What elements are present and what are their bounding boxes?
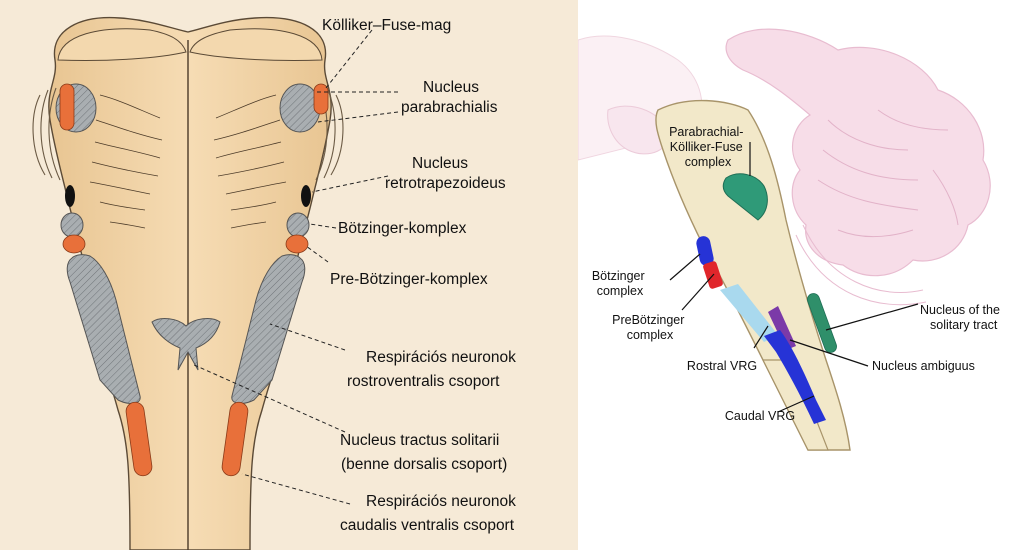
right-kolliker-orange: [313, 83, 329, 115]
left-rvg-column: [66, 254, 141, 404]
label-parabrachialis: Nucleus parabrachialis: [401, 79, 498, 116]
label-nts: Nucleus tractus solitarii (benne dorsali…: [340, 432, 507, 473]
label-pb-kf: Parabrachial- Kölliker-Fuse complex: [669, 125, 747, 169]
rostral-vrg-nucleus: [720, 284, 778, 342]
dorsal-brainstem-illustration: Kölliker–Fuse-mag Nucleus parabrachialis…: [32, 16, 520, 550]
right-lobe: [189, 28, 323, 62]
right-retrotrapezoid: [301, 185, 311, 207]
nts-butterfly: [151, 318, 221, 371]
label-botzinger: Bötzinger complex: [592, 269, 648, 298]
caudal-vrg-nucleus: [764, 330, 826, 424]
label-prebotzinger: Pre-Bötzinger-komplex: [330, 271, 488, 288]
left-labels: Kölliker–Fuse-mag Nucleus parabrachialis…: [322, 17, 520, 534]
right-diagram-panel: Parabrachial- Kölliker-Fuse complex Bötz…: [578, 0, 1026, 550]
botzinger-nucleus: [696, 236, 714, 266]
left-fiber-lines: [89, 94, 163, 229]
upper-tissue-2: [607, 105, 670, 155]
right-prebotzinger: [285, 234, 309, 254]
left-botzinger: [60, 212, 84, 238]
label-cvg: Respirációs neuronok caudalis ventralis …: [340, 493, 520, 534]
ambiguus-nucleus: [768, 306, 796, 350]
cerebellum: [725, 28, 991, 306]
right-rvg-column: [231, 254, 306, 404]
nts-column: [807, 293, 837, 353]
brainstem-body: [655, 99, 851, 451]
left-peduncle-bands: [32, 87, 61, 181]
label-kolliker: Kölliker–Fuse-mag: [322, 17, 451, 34]
left-cvg-column: [125, 401, 153, 477]
right-labels: Parabrachial- Kölliker-Fuse complex Bötz…: [592, 125, 1003, 423]
label-ambiguus: Nucleus ambiguus: [872, 359, 975, 373]
pb-kf-nucleus: [722, 173, 768, 221]
sagittal-brainstem-illustration: Parabrachial- Kölliker-Fuse complex Bötz…: [578, 28, 1003, 451]
left-kolliker-orange: [59, 83, 75, 131]
left-retrotrapezoid: [65, 185, 75, 207]
right-cvg-column: [221, 401, 249, 477]
left-diagram-panel: Kölliker–Fuse-mag Nucleus parabrachialis…: [0, 0, 578, 550]
left-prebotzinger: [62, 234, 86, 254]
right-botzinger: [286, 212, 310, 238]
label-retrotrapezoideus: Nucleus retrotrapezoideus: [385, 155, 506, 192]
left-lobe: [57, 28, 187, 62]
label-prebotzinger: PreBötzinger complex: [612, 313, 688, 342]
label-rvg: Respirációs neuronok rostroventralis cso…: [347, 349, 520, 390]
label-botzinger: Bötzinger-komplex: [338, 220, 467, 237]
label-caudal-vrg: Caudal VRG: [725, 409, 795, 423]
right-fiber-lines: [213, 94, 287, 229]
label-rostral-vrg: Rostral VRG: [687, 359, 757, 373]
label-nts: Nucleus of the solitary tract: [920, 303, 1003, 332]
right-leader-lines: [669, 142, 919, 413]
leader-lines: [191, 29, 399, 505]
